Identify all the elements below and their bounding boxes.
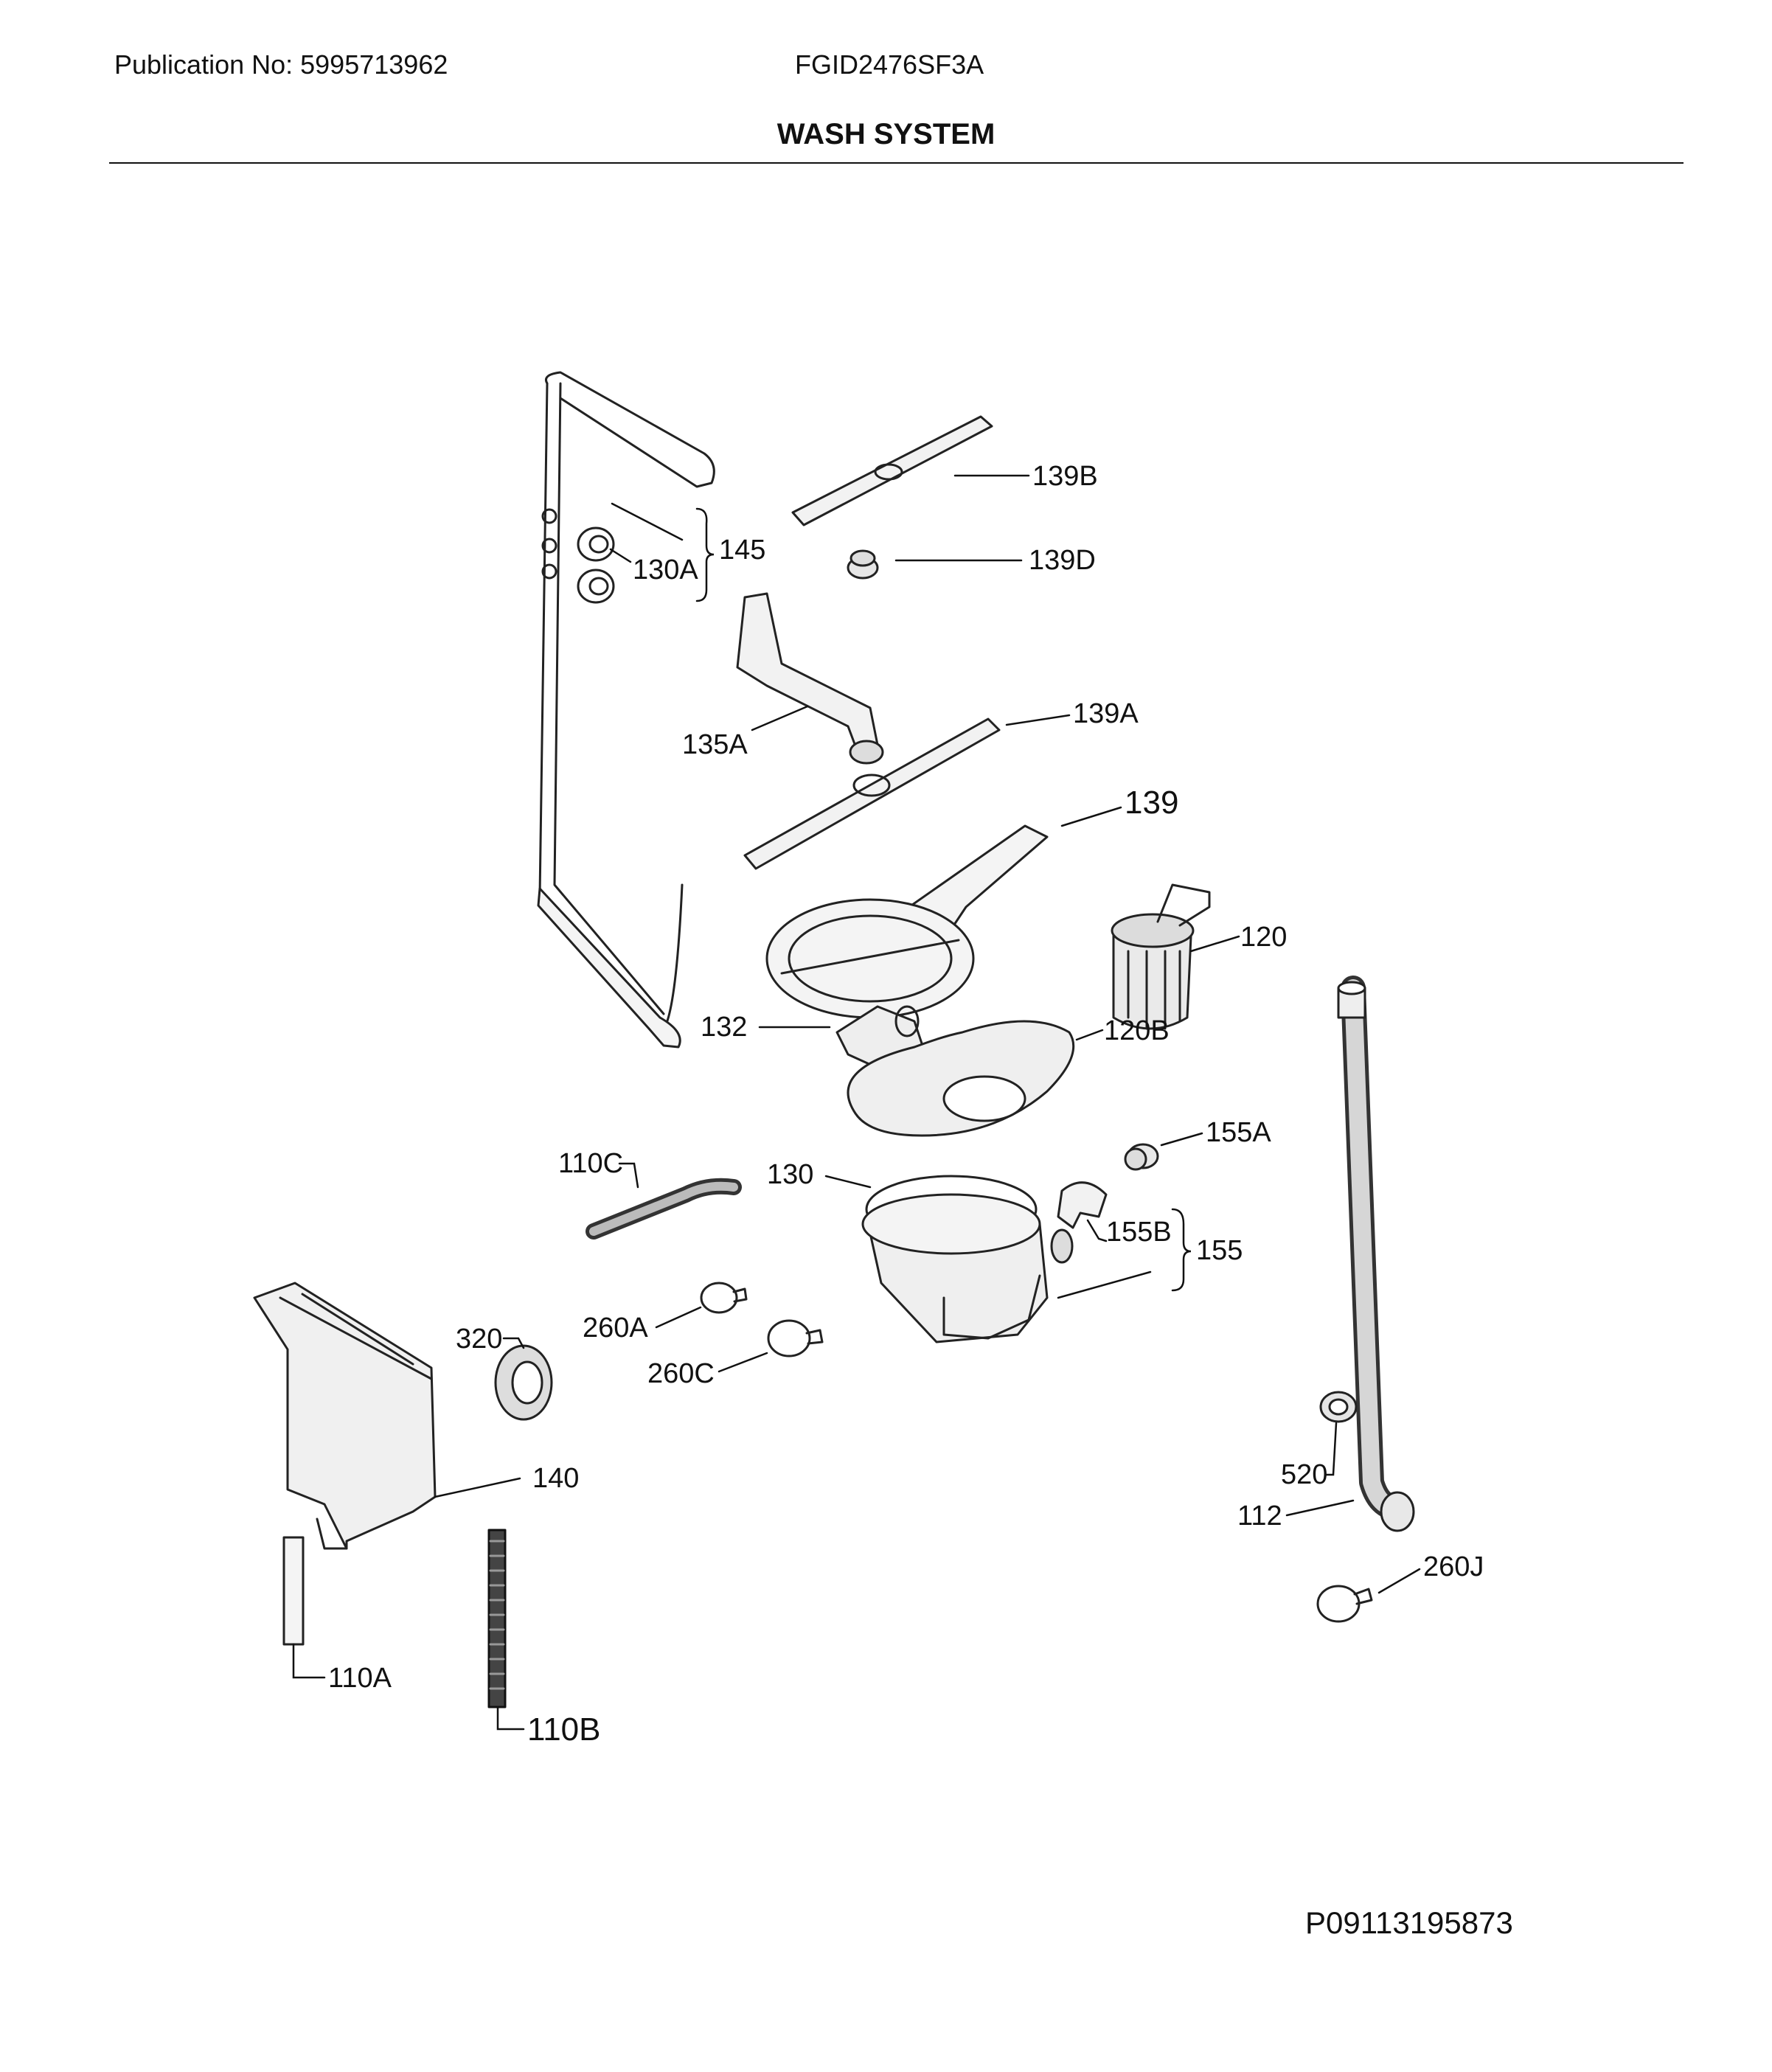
publication-number: Publication No: 5995713962 [114, 49, 448, 80]
leader-112 [1285, 1499, 1355, 1517]
label-155B: 155B [1106, 1217, 1172, 1248]
leader-130 [824, 1175, 872, 1189]
upper-supply-tube [537, 371, 715, 1049]
leader-155-lower [1057, 1270, 1152, 1299]
sump-130 [861, 1175, 1074, 1343]
label-132: 132 [701, 1012, 747, 1043]
hose-110B [487, 1529, 507, 1708]
hose-110C [586, 1178, 742, 1240]
label-139: 139 [1125, 785, 1178, 821]
diagram-reference-number: P09113195873 [1305, 1905, 1513, 1940]
seal-320 [494, 1344, 553, 1421]
label-139A: 139A [1073, 698, 1139, 729]
label-110A: 110A [328, 1663, 392, 1694]
leader-520 [1324, 1422, 1338, 1476]
label-260C: 260C [647, 1358, 715, 1389]
spray-arm-hub [765, 898, 975, 1019]
cap-139D [847, 549, 879, 580]
section-title: WASH SYSTEM [776, 118, 996, 150]
leader-120B [1075, 1029, 1104, 1041]
filter-plate-120B [847, 1020, 1075, 1137]
leader-110A [292, 1643, 326, 1679]
leader-260J [1377, 1568, 1421, 1594]
label-145: 145 [719, 535, 765, 566]
label-139D: 139D [1029, 545, 1096, 576]
brace-145 [695, 507, 715, 602]
label-110B: 110B [527, 1711, 601, 1748]
label-110C: 110C [558, 1148, 623, 1179]
drain-hose-112 [1337, 976, 1415, 1532]
label-260J: 260J [1423, 1551, 1484, 1582]
leader-135A [751, 705, 809, 731]
label-260A: 260A [583, 1313, 648, 1343]
label-139B: 139B [1032, 461, 1098, 492]
label-320: 320 [456, 1324, 502, 1355]
label-120: 120 [1240, 922, 1287, 953]
label-120B: 120B [1104, 1015, 1170, 1046]
leader-260C [718, 1352, 768, 1373]
label-155: 155 [1196, 1235, 1243, 1266]
label-140: 140 [532, 1463, 579, 1494]
label-112: 112 [1237, 1501, 1282, 1532]
label-130A: 130A [633, 554, 698, 585]
leader-320 [502, 1337, 525, 1349]
connector-155A [1124, 1143, 1159, 1171]
leader-139A [1005, 714, 1071, 726]
leader-139 [1060, 806, 1122, 827]
label-520: 520 [1281, 1459, 1327, 1490]
leader-110B [496, 1706, 525, 1731]
spray-arm-139B [791, 415, 993, 526]
leader-120 [1189, 935, 1240, 953]
label-135A: 135A [682, 729, 748, 760]
model-number: FGID2476SF3A [795, 49, 984, 80]
clamp-260A [700, 1282, 748, 1314]
conduit-135A [736, 592, 879, 757]
tube-110A [282, 1536, 305, 1646]
clamp-260C [767, 1319, 824, 1357]
spray-arm-139A [743, 717, 1001, 870]
header-rule [109, 162, 1684, 164]
nozzle-130A [577, 526, 615, 604]
label-130: 130 [767, 1159, 813, 1190]
leader-130A [609, 548, 632, 563]
brace-155 [1171, 1208, 1192, 1292]
label-155A: 155A [1206, 1117, 1271, 1148]
air-gap-140 [253, 1282, 437, 1550]
clamp-260J [1316, 1585, 1373, 1623]
leader-140 [434, 1477, 521, 1498]
leader-110C [618, 1162, 639, 1189]
filter-120 [1111, 883, 1211, 1030]
clip-520 [1319, 1391, 1358, 1423]
leader-155B [1086, 1219, 1108, 1242]
leader-145 [611, 502, 684, 541]
diverter-155B [1057, 1181, 1108, 1229]
leader-260A [655, 1306, 702, 1329]
leader-155A [1160, 1132, 1203, 1147]
